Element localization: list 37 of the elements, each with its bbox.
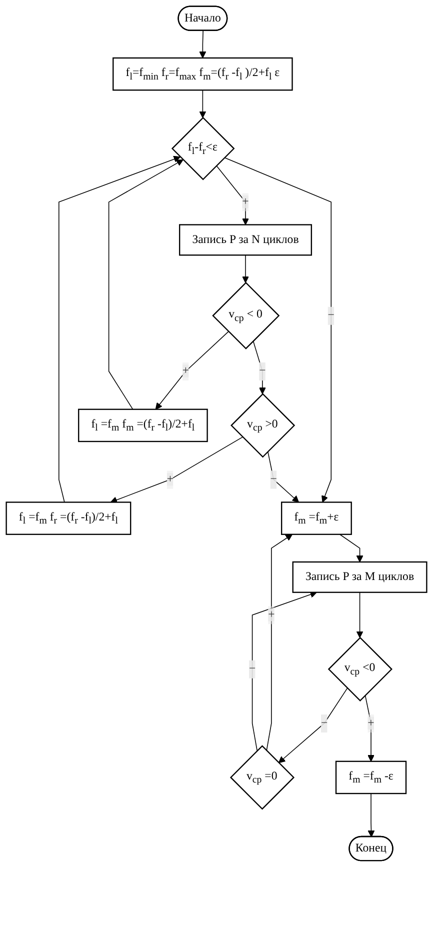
arrow: [252, 340, 266, 394]
arrow: [110, 436, 243, 504]
edge-label: +: [166, 473, 174, 486]
arrow: [356, 592, 364, 638]
edge-label: −: [259, 364, 266, 378]
node-box: f$_{l}$=f$_{min}$ f$_{r}$=f$_{max}$ f$_{m}$=(f$_{r}$ -f$_{l}$ )/2+f$_{l}$ ε: [112, 57, 293, 91]
node-box: f$_{m}$ =f$_{m}$ -ε: [335, 760, 407, 794]
arrow: [278, 688, 348, 764]
edge-label: +: [182, 364, 190, 378]
arrow: [199, 90, 206, 118]
edge-label: +: [242, 196, 249, 208]
edge-label: +: [268, 608, 275, 622]
node-box: f$_{m}$ =f$_{m}$+ε: [281, 502, 352, 535]
edge-label: −: [248, 662, 256, 676]
arrow: [242, 254, 249, 284]
edge-label: −: [328, 309, 334, 322]
arrow: [339, 534, 364, 562]
node-diamond: v$_{cp}$ < 0: [212, 282, 280, 350]
arrow: [224, 157, 332, 503]
arrow: [267, 451, 300, 503]
edge-label: +: [368, 716, 374, 730]
arrow: [368, 793, 375, 838]
arrow: [252, 591, 317, 752]
node-box: f$_{l}$ =f$_{m}$ f$_{r}$ =(f$_{r}$ -f$_{l}$)/2+f$_{l}$: [6, 502, 132, 535]
node-diamond: f$_{l}$-f$_{r}$<ε: [171, 116, 235, 180]
node-diamond: v$_{cp}$ =0: [230, 745, 295, 810]
node-box: f$_{l}$ =f$_{m}$ f$_{m}$ =(f$_{r}$ -f$_{l}$)/2+f$_{l}$: [78, 408, 208, 442]
arrow: [58, 156, 181, 503]
node-box: Запись P за N циклов: [179, 224, 312, 256]
edge-label: −: [270, 473, 277, 486]
node-diamond: v$_{cp}$ <0: [328, 636, 392, 702]
edge-label: −: [320, 716, 328, 730]
node-diamond: v$_{cp}$ >0: [230, 393, 296, 458]
arrow: [155, 331, 229, 410]
arrow: [199, 30, 206, 58]
arrow: [108, 159, 184, 410]
node-box: Запись P за M циклов: [292, 561, 428, 593]
